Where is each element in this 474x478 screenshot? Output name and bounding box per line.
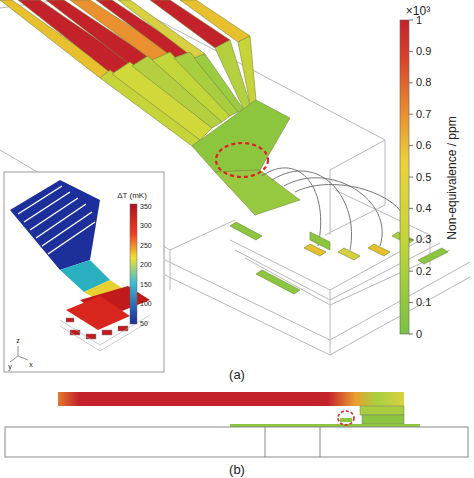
color-bar (400, 20, 409, 334)
contact-pads (230, 222, 448, 294)
tick-mark (409, 114, 413, 115)
tick-mark (409, 208, 413, 209)
bond-wires (262, 168, 407, 250)
color-bar-tick-label: 0.6 (416, 140, 431, 151)
color-bar-tick-label: 0.4 (416, 203, 431, 214)
tick-mark (409, 302, 413, 303)
side-view (5, 392, 468, 457)
temperature-inset (4, 172, 164, 372)
inset-tick-label: 300 (140, 222, 152, 229)
inset-tick-label: 100 (140, 300, 152, 307)
tick-mark (409, 20, 413, 21)
inset-tick-label: 350 (140, 203, 152, 210)
tick-mark (409, 51, 413, 52)
axis-label: x (29, 361, 33, 368)
subfigure-label: (b) (229, 463, 245, 476)
tick-mark (409, 334, 413, 335)
inset-scale-title: ΔT (mK) (117, 192, 147, 200)
inset-tick-label: 150 (140, 281, 152, 288)
axis-label: y (8, 363, 12, 370)
tick-mark (409, 82, 413, 83)
color-bar-tick-label: 0.3 (416, 234, 431, 245)
subfigure-label: (a) (229, 368, 245, 381)
highlight-circle (216, 143, 268, 177)
tick-mark (409, 271, 413, 272)
tick-mark (409, 177, 413, 178)
color-bar-tick-label: 0.2 (416, 266, 431, 277)
color-bar-tick-label: 0.5 (416, 172, 431, 183)
color-bar-title: Non-equivalence / ppm (446, 116, 458, 239)
tick-mark (409, 145, 413, 146)
inset-tick-label: 50 (140, 320, 148, 327)
color-bar-tick-label: 0.7 (416, 109, 431, 120)
inset-tick-label: 200 (140, 261, 152, 268)
color-bar-tick-label: 0.8 (416, 77, 431, 88)
color-bar-ticks (409, 20, 413, 334)
axis-label: z (16, 337, 20, 344)
color-bar-tick-label: 0 (416, 329, 422, 340)
tick-mark (409, 239, 413, 240)
color-bar-tick-label: 0.9 (416, 46, 431, 57)
color-bar-tick-label: 1 (416, 15, 422, 26)
inset-tick-label: 250 (140, 242, 152, 249)
color-bar-tick-label: 0.1 (416, 297, 431, 308)
